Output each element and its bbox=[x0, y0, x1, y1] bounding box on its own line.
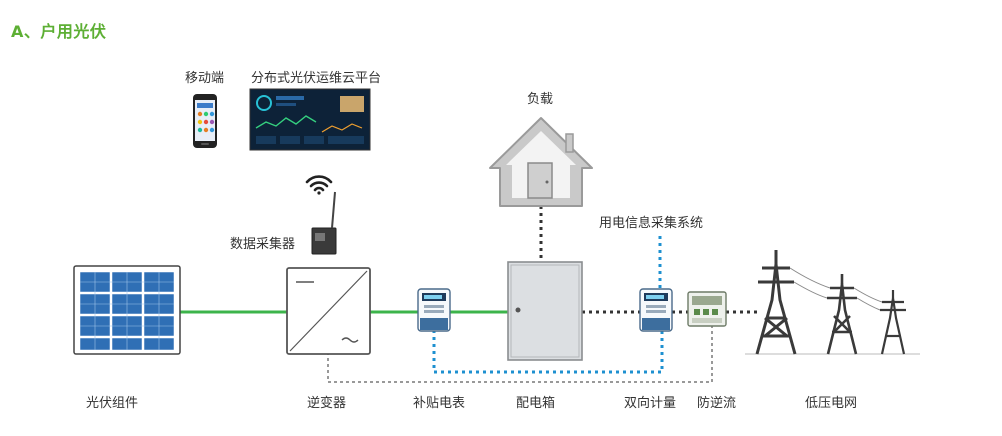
smartphone-icon bbox=[193, 94, 217, 148]
info-system-label: 用电信息采集系统 bbox=[599, 216, 704, 231]
collector-label: 数据采集器 bbox=[230, 237, 296, 252]
bidirectional-meter-icon bbox=[639, 288, 673, 332]
distribution-cabinet-icon bbox=[507, 261, 583, 361]
subsidy-meter-icon bbox=[417, 288, 451, 332]
load-label: 负载 bbox=[527, 92, 554, 107]
house-icon bbox=[489, 117, 593, 207]
subsidy-meter-label: 补贴电表 bbox=[413, 396, 466, 411]
data-collector-icon bbox=[311, 191, 337, 255]
inverter-icon bbox=[286, 267, 371, 355]
inverter-label: 逆变器 bbox=[307, 396, 347, 411]
distribution-box-label: 配电箱 bbox=[516, 396, 556, 411]
solar-panel-icon bbox=[73, 265, 181, 355]
pv-module-label: 光伏组件 bbox=[86, 396, 139, 411]
dashboard-screen-icon bbox=[249, 88, 371, 151]
data-line-meter-loop bbox=[432, 330, 664, 374]
grid-label: 低压电网 bbox=[805, 396, 858, 411]
bidirectional-meter-label: 双向计量 bbox=[624, 396, 677, 411]
wifi-icon bbox=[305, 175, 333, 195]
power-tower-icon bbox=[755, 250, 906, 355]
platform-label: 分布式光伏运维云平台 bbox=[251, 71, 382, 86]
mobile-label: 移动端 bbox=[185, 71, 225, 86]
section-title: A、户用光伏 bbox=[11, 22, 107, 41]
anti-backflow-device-icon bbox=[687, 291, 727, 327]
anti-backflow-label: 防逆流 bbox=[697, 396, 737, 411]
gray-line-inverter-loop bbox=[327, 326, 713, 383]
